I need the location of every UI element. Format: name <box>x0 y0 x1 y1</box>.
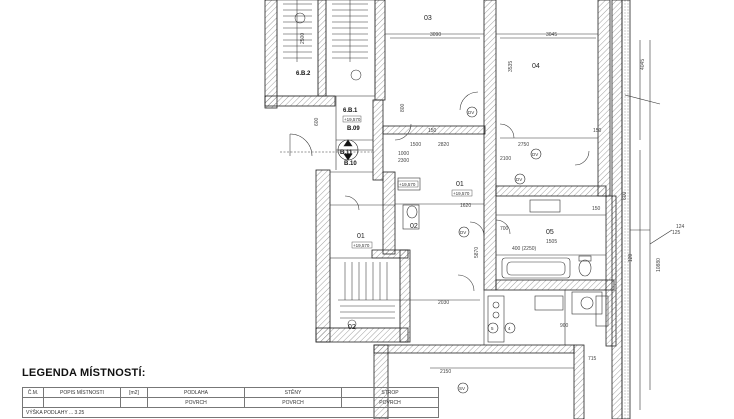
dimension: 3090 <box>430 32 441 38</box>
dimension: 2820 <box>438 142 449 148</box>
legend-header-row: Č.M. POPIS MÍSTNOSTI [m2] PODLAHA STĚNY … <box>22 387 439 398</box>
legend-cell <box>120 397 148 408</box>
door-swings <box>289 91 590 292</box>
room-03-label: 03 <box>424 15 432 22</box>
tag-label: DV <box>460 230 466 235</box>
legend-col-area: [m2] <box>120 387 148 398</box>
dimension: 715 <box>588 356 597 362</box>
dimension: 150 <box>593 128 602 134</box>
level-marks: +19,570 +19,570 +19,570 +19,570 <box>342 115 473 249</box>
dimension-labels: 3090 3045 3535 4045 1500 2820 2750 1000 … <box>300 32 685 375</box>
dimension: 3045 <box>546 32 557 38</box>
tag-label: 4 <box>508 326 511 331</box>
room-b10-label: B.10 <box>344 161 357 167</box>
room-02-small-label: 02 <box>410 223 418 230</box>
dimension: 124 <box>676 224 685 230</box>
level-mark: +19,570 <box>399 182 416 187</box>
dimension: 600 <box>622 191 628 200</box>
room-6b1-label: 6.B.1 <box>343 108 358 114</box>
structural-walls <box>264 0 631 419</box>
legend-cell <box>43 397 121 408</box>
legend-col-walls: STĚNY <box>244 387 342 398</box>
legend-subheader-row: POVRCH POVRCH POVRCH <box>22 397 439 408</box>
level-mark: +19,570 <box>353 243 370 248</box>
tag-label: 5 <box>491 326 494 331</box>
dimension: 800 <box>400 103 406 112</box>
tag-label: SV <box>459 386 465 391</box>
legend-cut-row: VÝŠKA PODLAHY ... 3.25 <box>22 407 439 418</box>
dimension: 2750 <box>518 142 529 148</box>
dimension: 3535 <box>508 61 514 72</box>
room-01-left-label: 01 <box>357 233 365 240</box>
dimension: 10880 <box>656 258 662 272</box>
dimension: 1000 <box>398 151 409 157</box>
legend-table: Č.M. POPIS MÍSTNOSTI [m2] PODLAHA STĚNY … <box>22 387 439 418</box>
dimension: 900 <box>560 323 569 329</box>
dimension: 1505 <box>546 239 557 245</box>
staircase-bottom-left <box>329 257 401 329</box>
dimension: 150 <box>428 128 437 134</box>
level-mark: +19,570 <box>344 117 361 122</box>
dimension: 2500 <box>300 33 306 44</box>
dimension: 2300 <box>398 158 409 164</box>
dimension: 1620 <box>460 203 471 209</box>
room-04-label: 04 <box>532 63 540 70</box>
dimension: 700 <box>500 226 509 232</box>
dimension: 2150 <box>440 369 451 375</box>
legend-col-ceiling: STROP <box>341 387 439 398</box>
legend-sub-walls: POVRCH <box>244 397 342 408</box>
sanitary-fixtures <box>397 177 609 343</box>
room-6b2-label: 6.B.2 <box>296 71 311 77</box>
dimension: 2030 <box>438 300 449 306</box>
tag-label: DV <box>468 110 474 115</box>
legend-col-number: Č.M. <box>22 387 44 398</box>
dimension: 125 <box>672 230 681 236</box>
legend-sub-ceiling: POVRCH <box>341 397 439 408</box>
dimension: 400 (2250) <box>512 246 537 252</box>
room-b09-label: B.09 <box>347 126 360 132</box>
room-01-label: 01 <box>456 181 464 188</box>
legend-col-name: POPIS MÍSTNOSTI <box>43 387 121 398</box>
dimension: 1500 <box>410 142 421 148</box>
staircase-top-left <box>276 0 376 97</box>
section-markers <box>337 106 542 394</box>
level-mark: +19,570 <box>453 191 470 196</box>
room-02-label: 02 <box>348 324 356 331</box>
room-b11-label: B.11 <box>340 150 353 156</box>
room-05-label: 05 <box>546 229 554 236</box>
tag-label: DV <box>532 152 538 157</box>
legend-cut-text: VÝŠKA PODLAHY ... 3.25 <box>22 407 439 418</box>
element-tags: DV DV DV DV SV 5 4 <box>459 110 538 391</box>
dimension: 120 <box>628 253 634 262</box>
legend-col-floor: PODLAHA <box>147 387 245 398</box>
dimension: 600 <box>314 117 320 126</box>
legend-sub-floor: POVRCH <box>147 397 245 408</box>
dimension: 5870 <box>474 247 480 258</box>
dimension: 150 <box>592 206 601 212</box>
interior-partitions <box>280 33 673 410</box>
legend-title: LEGENDA MÍSTNOSTÍ: <box>22 367 146 379</box>
dimension: 4045 <box>640 59 646 70</box>
tag-label: DV <box>516 177 522 182</box>
legend-cell <box>22 397 44 408</box>
dimension: 2100 <box>500 156 511 162</box>
room-labels: 03 04 01 05 02 01 02 B.09 B.10 B.11 6.B.… <box>296 15 554 331</box>
